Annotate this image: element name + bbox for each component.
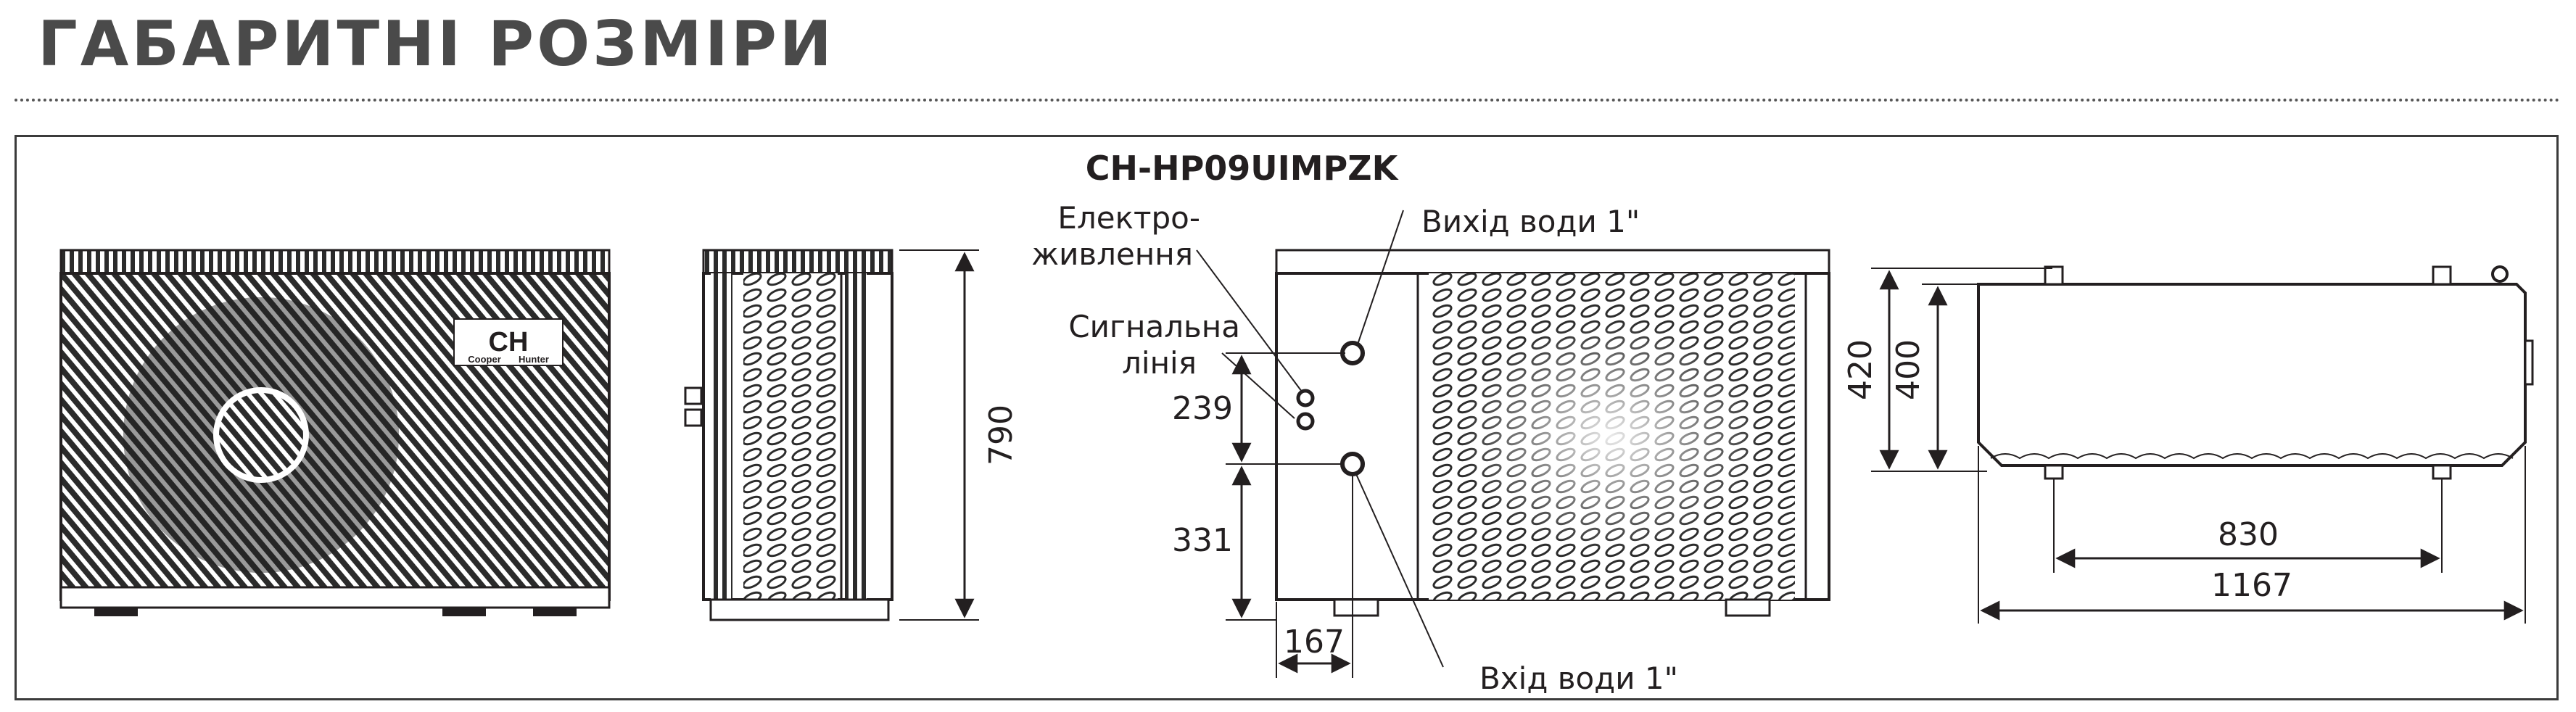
callout-signal-line2: лінія — [1122, 345, 1197, 381]
callout-water-out: Вихід води 1" — [1421, 204, 1640, 239]
dim-height: 790 — [983, 405, 1020, 465]
side-view: 790 — [684, 249, 1020, 621]
callout-water-in: Вхід води 1" — [1479, 661, 1678, 696]
model-name: CH-HP09UIMPZK — [1086, 149, 1400, 188]
dim-inlet-height: 331 — [1172, 522, 1233, 559]
logo-mark: CH — [489, 327, 529, 357]
brand-logo: CH Cooper Hunter — [453, 318, 564, 366]
callout-power-line1: Електро- — [1057, 200, 1200, 236]
dim-pipe-spacing: 239 — [1172, 390, 1233, 427]
water-inlet-port — [1340, 452, 1365, 476]
page-title: ГАБАРИТНІ РОЗМІРИ — [38, 8, 835, 80]
signal-port — [1296, 412, 1315, 431]
callout-signal-line1: Сигнальна — [1068, 309, 1240, 344]
front-view: CH Cooper Hunter — [59, 249, 611, 616]
callout-power-line2: живлення — [1031, 236, 1193, 272]
dim-top-height-outer: 420 — [1842, 339, 1879, 400]
dim-total-width: 1167 — [2211, 567, 2292, 604]
title-divider — [15, 99, 2561, 102]
dim-top-height-inner: 400 — [1890, 339, 1927, 400]
diagram-frame — [15, 135, 2559, 700]
dim-mount-width: 830 — [2218, 516, 2279, 553]
top-view: 420 400 830 1167 — [1842, 265, 2534, 624]
dim-pipe-offset: 167 — [1284, 624, 1345, 661]
logo-brand-right: Hunter — [519, 354, 549, 365]
logo-brand-left: Cooper — [468, 354, 501, 365]
power-port — [1296, 389, 1315, 407]
water-outlet-port — [1340, 341, 1365, 365]
back-view: CH-HP09UIMPZK Електро- живлення Вихід во… — [1031, 149, 1830, 696]
